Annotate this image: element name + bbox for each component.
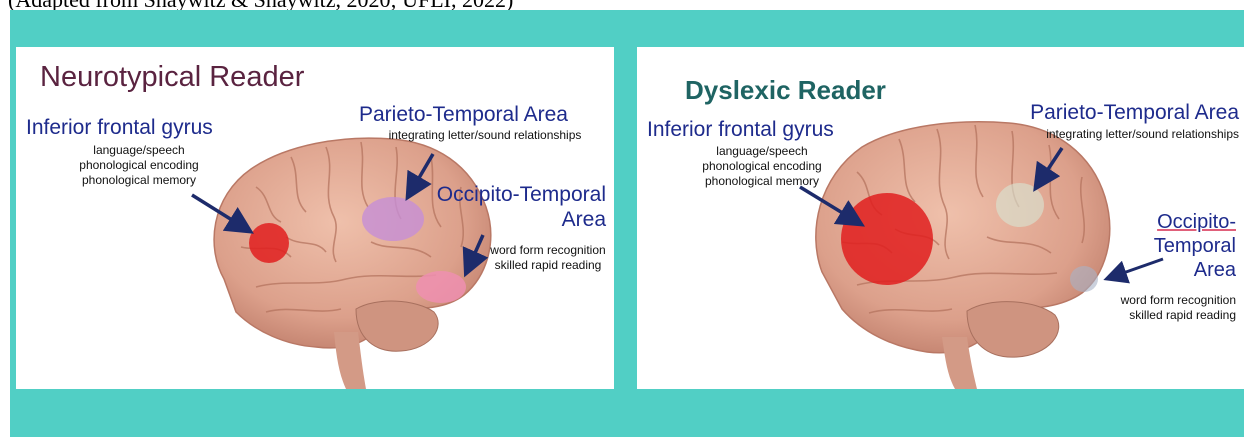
label-line: Temporal: [1154, 234, 1236, 258]
neurotypical-reader-panel: Neurotypical Reader Inferior frontal gyr…: [16, 47, 614, 389]
parieto-temporal-label: Parieto-Temporal Area: [1030, 101, 1239, 125]
occipito-temporal-description: word form recognition skilled rapid read…: [1121, 293, 1236, 323]
label-line: Area: [1154, 258, 1236, 282]
cerebellum-shape: [967, 302, 1059, 358]
occipito-temporal-label: Occipito-Temporal Area: [437, 182, 606, 232]
cerebellum-shape: [356, 301, 438, 351]
label-line: Area: [437, 207, 606, 232]
inferior-frontal-highlight: [249, 223, 289, 263]
parieto-temporal-highlight: [996, 183, 1044, 227]
panel-title: Neurotypical Reader: [40, 61, 304, 94]
desc-line: skilled rapid reading: [486, 258, 610, 273]
inferior-frontal-highlight: [841, 193, 933, 285]
occipito-temporal-label: Occipito- Temporal Area: [1154, 210, 1236, 282]
label-line: Occipito-Temporal: [437, 182, 606, 207]
desc-line: phonological memory: [692, 174, 832, 189]
desc-line: language/speech: [74, 143, 204, 158]
inferior-frontal-description: language/speech phonological encoding ph…: [74, 143, 204, 188]
desc-line: word form recognition: [486, 243, 610, 258]
desc-line: skilled rapid reading: [1121, 308, 1236, 323]
panel-title: Dyslexic Reader: [685, 75, 886, 106]
desc-line: phonological encoding: [692, 159, 832, 174]
label-line: Occipito-: [1154, 210, 1236, 234]
parieto-temporal-highlight: [362, 197, 424, 241]
desc-line: phonological encoding: [74, 158, 204, 173]
inferior-frontal-label: Inferior frontal gyrus: [647, 118, 834, 142]
parieto-temporal-description: integrating letter/sound relationships: [1046, 127, 1239, 142]
occipito-temporal-description: word form recognition skilled rapid read…: [486, 243, 610, 273]
desc-line: phonological memory: [74, 173, 204, 188]
occipito-temporal-highlight: [416, 271, 466, 303]
parieto-temporal-label: Parieto-Temporal Area: [359, 103, 568, 127]
occipito-temporal-highlight: [1070, 266, 1098, 292]
parieto-temporal-description: integrating letter/sound relationships: [374, 128, 596, 143]
desc-line: word form recognition: [1121, 293, 1236, 308]
inferior-frontal-label: Inferior frontal gyrus: [26, 116, 213, 140]
desc-line: language/speech: [692, 144, 832, 159]
inferior-frontal-description: language/speech phonological encoding ph…: [692, 144, 832, 189]
dyslexic-reader-panel: Dyslexic Reader Inferior frontal gyrus l…: [637, 47, 1244, 389]
